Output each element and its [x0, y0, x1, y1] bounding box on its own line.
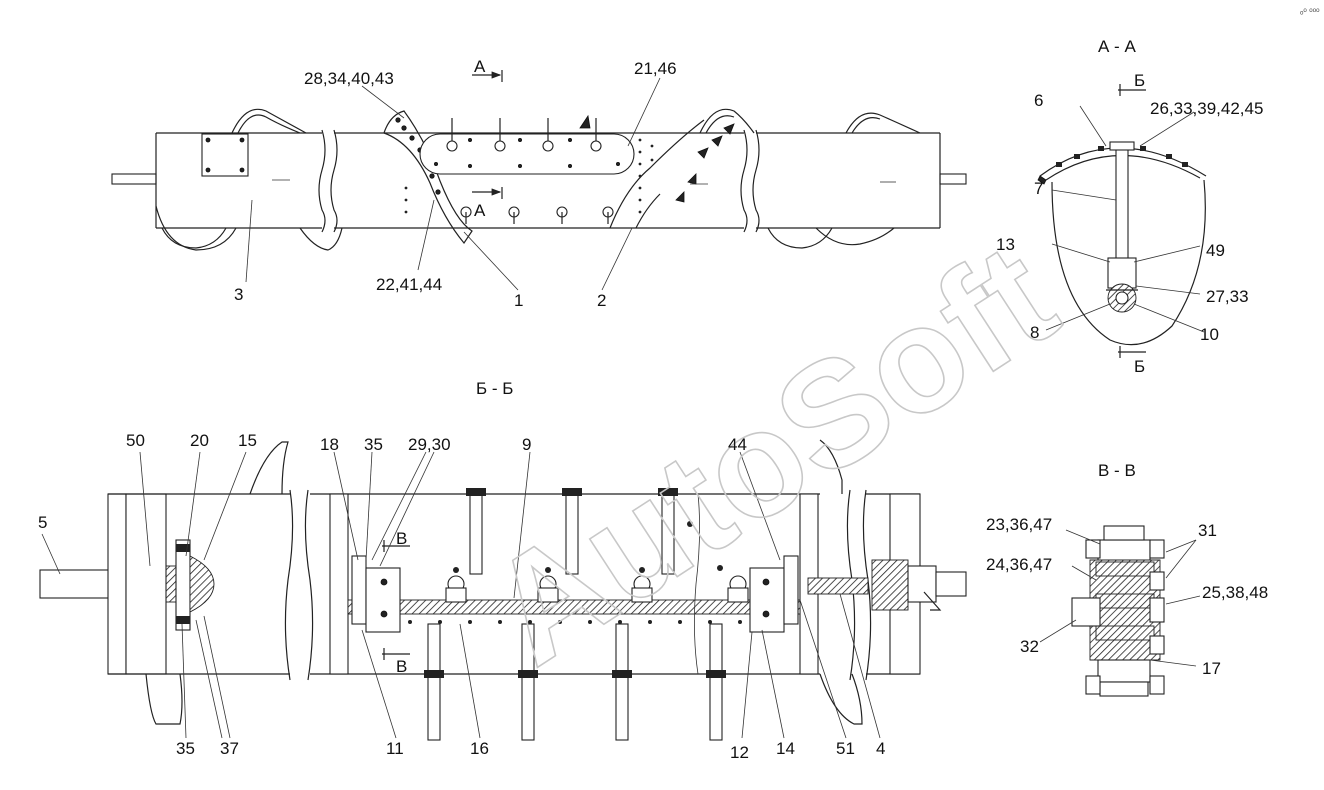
label-27-33: 27,33 — [1206, 287, 1249, 306]
label-22-41-44: 22,41,44 — [376, 275, 442, 294]
cut-mark-a-bottom: А — [474, 201, 486, 220]
section-aa-view — [1037, 84, 1207, 358]
cut-mark-v-top: В — [396, 529, 407, 548]
label-17: 17 — [1202, 659, 1221, 678]
label-1: 1 — [514, 291, 523, 310]
label-51: 51 — [836, 739, 855, 758]
label-9: 9 — [522, 435, 531, 454]
label-7: 7 — [1034, 179, 1043, 198]
label-2: 2 — [597, 291, 606, 310]
section-title-aa: А - А — [1098, 37, 1136, 56]
corner-mark: ₒᵒ ᵒᵒᵒ — [1300, 6, 1320, 16]
label-23-36-47: 23,36,47 — [986, 515, 1052, 534]
label-28-34-40-43: 28,34,40,43 — [304, 69, 394, 88]
label-21-46: 21,46 — [634, 59, 677, 78]
label-15: 15 — [238, 431, 257, 450]
label-14: 14 — [776, 739, 795, 758]
auger-side-view — [111, 70, 967, 251]
section-title-bb: Б - Б — [476, 379, 513, 398]
label-35-top: 35 — [364, 435, 383, 454]
label-24-36-47: 24,36,47 — [986, 555, 1052, 574]
cut-mark-a-top: А — [474, 57, 486, 76]
cut-mark-b-top: Б — [1134, 71, 1145, 90]
label-8: 8 — [1030, 323, 1039, 342]
leaders-top — [245, 77, 661, 291]
label-3: 3 — [234, 285, 243, 304]
label-26-33-39-42-45: 26,33,39,42,45 — [1150, 99, 1263, 118]
section-title-vv: В - В — [1098, 461, 1136, 480]
label-18: 18 — [320, 435, 339, 454]
label-31: 31 — [1198, 521, 1217, 540]
section-vv-view — [1071, 525, 1165, 697]
leaders-bb — [41, 451, 881, 739]
label-44: 44 — [728, 435, 747, 454]
label-20: 20 — [190, 431, 209, 450]
label-35-bottom: 35 — [176, 739, 195, 758]
label-29-30: 29,30 — [408, 435, 451, 454]
cut-mark-b-bottom: Б — [1134, 357, 1145, 376]
label-11: 11 — [386, 739, 404, 758]
label-37: 37 — [220, 739, 239, 758]
label-32: 32 — [1020, 637, 1039, 656]
leaders-aa — [1045, 105, 1205, 333]
label-13: 13 — [996, 235, 1015, 254]
label-49: 49 — [1206, 241, 1225, 260]
label-5: 5 — [38, 513, 47, 532]
leaders-vv — [1039, 529, 1201, 667]
label-6: 6 — [1034, 91, 1043, 110]
label-12: 12 — [730, 743, 749, 762]
label-16: 16 — [470, 739, 489, 758]
label-50: 50 — [126, 431, 145, 450]
label-10: 10 — [1200, 325, 1219, 344]
cut-mark-v-bottom: В — [396, 657, 407, 676]
section-bb-view — [39, 439, 967, 741]
label-4: 4 — [876, 739, 885, 758]
label-25-38-48: 25,38,48 — [1202, 583, 1268, 602]
